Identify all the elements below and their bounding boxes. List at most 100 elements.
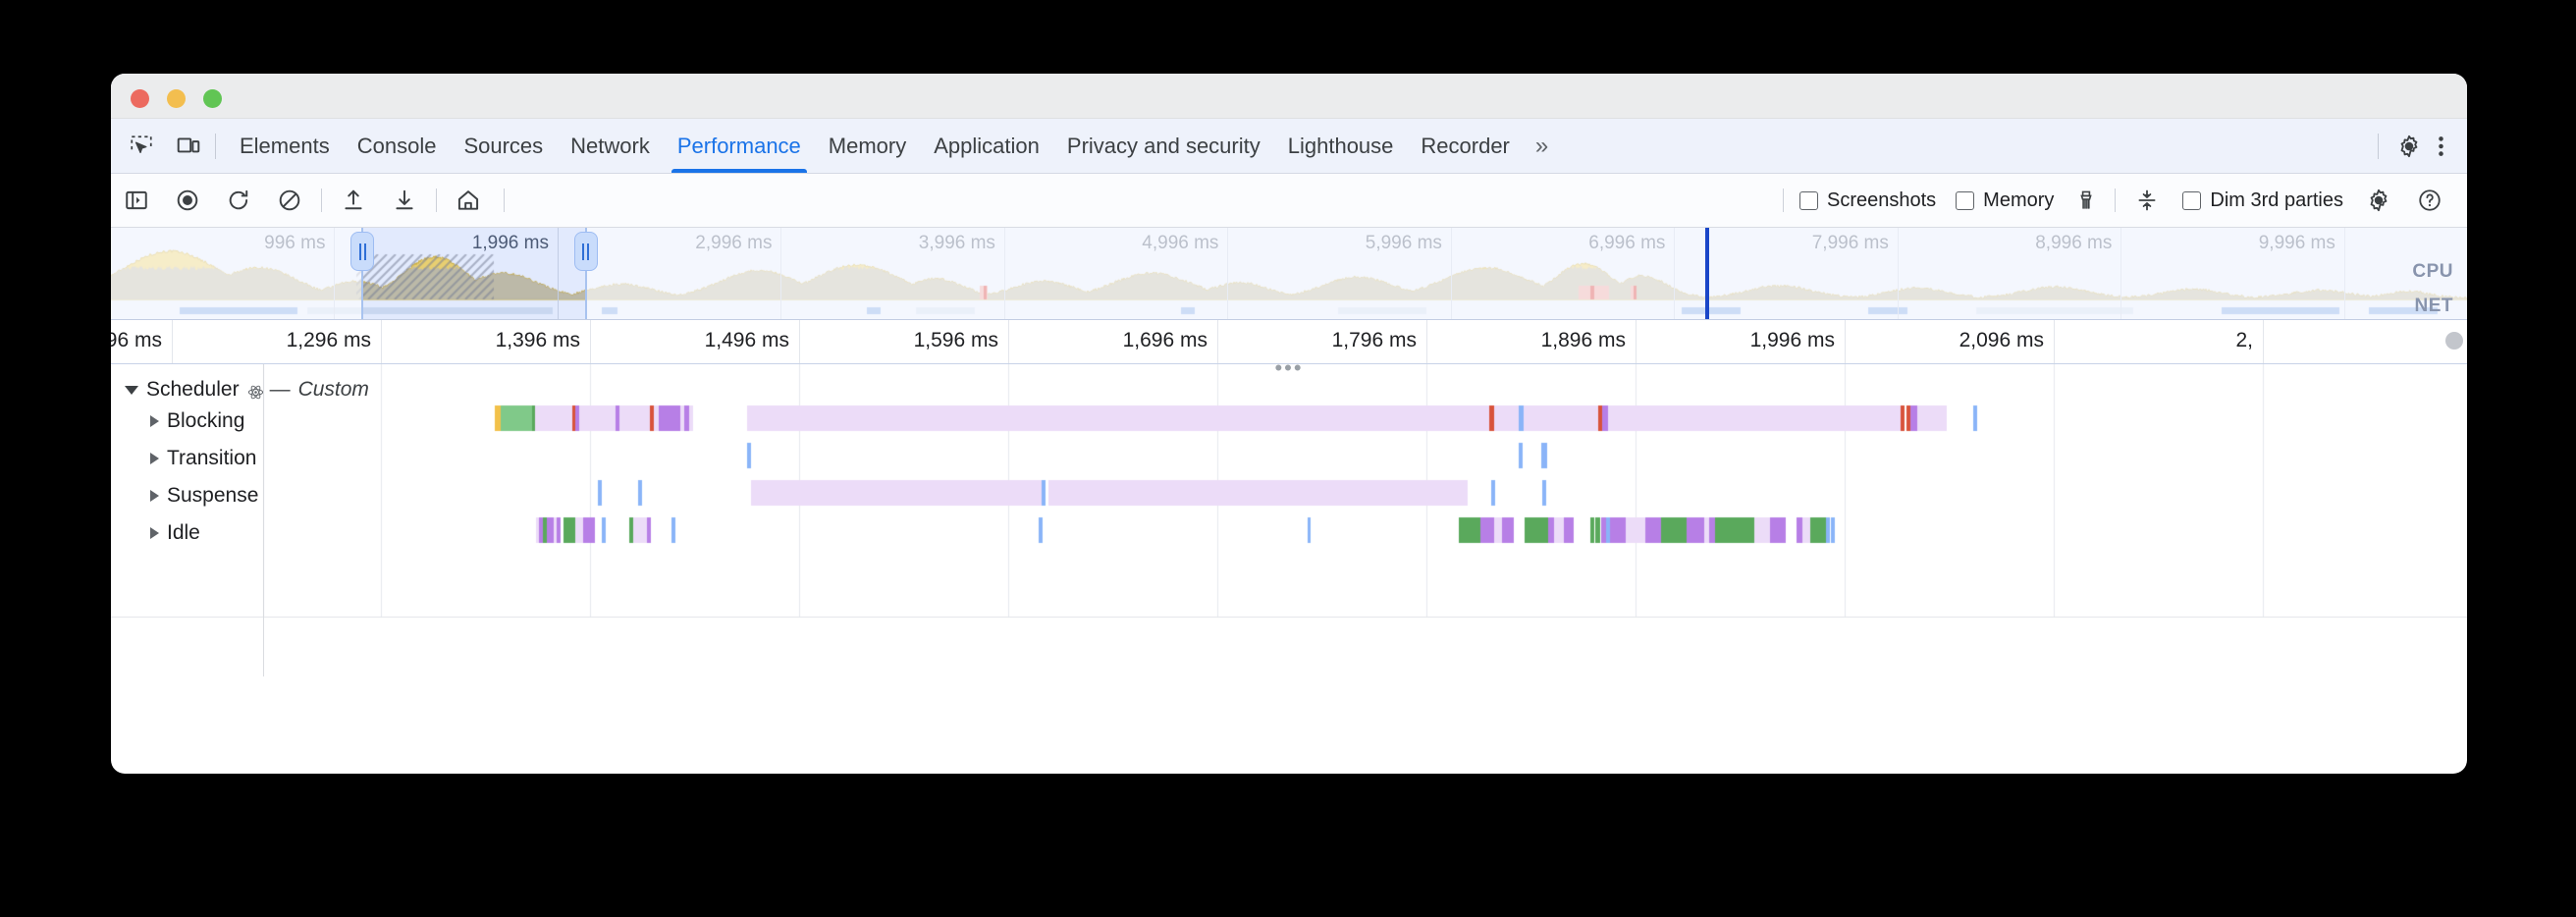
track-row-label: Suspense [167, 484, 259, 507]
track-row-label: Idle [167, 521, 200, 544]
close-window-button[interactable] [131, 89, 149, 108]
track-row-label: Transition [167, 447, 257, 469]
tab-application[interactable]: Application [920, 119, 1053, 173]
detail-tick [590, 320, 591, 363]
track-row-label: Blocking [167, 409, 245, 432]
detail-tick-label: 2,096 ms [1959, 329, 2044, 351]
more-tabs-button[interactable]: » [1524, 119, 1560, 173]
tab-elements[interactable]: Elements [226, 119, 344, 173]
track-name-pane-divider [263, 364, 264, 676]
playhead-marker[interactable] [1705, 228, 1710, 319]
chevron-right-icon [150, 527, 159, 539]
gear-icon[interactable] [2392, 130, 2426, 163]
net-track-label: NET [2414, 296, 2453, 316]
detail-tick-label: 1,496 ms [704, 329, 789, 351]
tab-recorder[interactable]: Recorder [1407, 119, 1523, 173]
memory-checkbox[interactable]: Memory [1956, 189, 2054, 212]
control-divider [504, 189, 505, 212]
reload-and-record-icon[interactable] [224, 186, 253, 215]
checkbox-box [1798, 190, 1818, 210]
detail-tick-label: 1,796 ms [1331, 329, 1417, 351]
clear-icon[interactable] [275, 186, 304, 215]
home-icon[interactable] [454, 186, 483, 215]
tab-sources[interactable]: Sources [450, 119, 557, 173]
react-atom-icon [247, 383, 263, 399]
checkbox-label: Dim 3rd parties [2210, 189, 2343, 211]
minimize-window-button[interactable] [167, 89, 186, 108]
flame-chart-area[interactable]: Scheduler — Custom Blocking Transition S… [111, 364, 2467, 676]
tab-console[interactable]: Console [344, 119, 451, 173]
broom-icon[interactable] [2071, 186, 2101, 215]
tab-performance[interactable]: Performance [664, 119, 815, 173]
tab-label: Lighthouse [1287, 134, 1394, 158]
track-row-transition[interactable]: Transition [150, 447, 256, 470]
toolbar-divider [215, 133, 216, 159]
track-row-blocking[interactable]: Blocking [150, 409, 244, 433]
toggle-sidebar-icon[interactable] [122, 186, 151, 215]
overview-tick [557, 228, 559, 319]
detail-tick [2054, 320, 2055, 363]
detail-tick [1845, 320, 1846, 363]
tab-lighthouse[interactable]: Lighthouse [1274, 119, 1408, 173]
tab-label: Application [934, 134, 1040, 158]
detail-tick-label: 1,596 ms [913, 329, 998, 351]
overview-dim-left [111, 228, 362, 319]
resize-grip-dots[interactable]: ••• [1274, 355, 1304, 380]
detail-tick [172, 320, 173, 363]
tab-label: Recorder [1421, 134, 1510, 158]
tab-privacy-and-security[interactable]: Privacy and security [1053, 119, 1274, 173]
control-divider [436, 189, 437, 212]
tab-label: Privacy and security [1066, 134, 1261, 158]
detail-tick-label: 1,896 ms [1540, 329, 1626, 351]
detail-tick-label: 1,396 ms [495, 329, 580, 351]
checkbox-label: Screenshots [1826, 189, 1937, 211]
track-row-idle[interactable]: Idle [150, 521, 200, 545]
chevron-down-icon [125, 385, 138, 395]
performance-control-bar: Screenshots Memory Dim 3rd parties [111, 174, 2467, 228]
tab-memory[interactable]: Memory [815, 119, 920, 173]
tab-network[interactable]: Network [557, 119, 664, 173]
detail-tick [1426, 320, 1427, 363]
timeline-overview[interactable]: 996 ms1,996 ms2,996 ms3,996 ms4,996 ms5,… [111, 228, 2467, 320]
cpu-track-label: CPU [2412, 261, 2453, 282]
dim-3rd-parties-checkbox[interactable]: Dim 3rd parties [2182, 189, 2343, 212]
checkbox-box [1956, 190, 1975, 210]
selection-edge-right [584, 228, 587, 319]
help-icon[interactable] [2415, 186, 2444, 215]
device-toolbar-icon[interactable] [172, 130, 205, 163]
track-group-dash: — [269, 378, 291, 401]
control-divider [1782, 189, 1784, 212]
maximize-window-button[interactable] [203, 89, 222, 108]
record-icon[interactable] [173, 186, 202, 215]
track-group-scheduler[interactable]: Scheduler — Custom [125, 378, 369, 402]
horizontal-scroll-thumb[interactable] [2445, 332, 2463, 350]
detail-timeline-ruler[interactable]: ••• 1,196 ms1,296 ms1,396 ms1,496 ms1,59… [111, 320, 2467, 379]
tab-label: Performance [676, 134, 801, 158]
inspect-element-icon[interactable] [125, 130, 158, 163]
collapse-vertical-icon[interactable] [2132, 186, 2162, 215]
detail-tick [799, 320, 800, 363]
tab-label: Network [570, 134, 650, 158]
overview-tick-label: 1,996 ms [471, 233, 549, 253]
checkbox-box [2182, 190, 2202, 210]
download-profile-icon[interactable] [390, 186, 419, 215]
detail-tick [1008, 320, 1009, 363]
control-divider [321, 189, 322, 212]
devtools-window: Elements Console Sources Network Perform… [111, 74, 2467, 774]
kebab-menu-icon[interactable] [2428, 130, 2453, 163]
chevron-double-right-icon: » [1534, 133, 1549, 159]
screenshots-checkbox[interactable]: Screenshots [1798, 189, 1937, 212]
settings-gear-icon[interactable] [2364, 186, 2393, 215]
selection-handle-left[interactable] [350, 232, 375, 271]
window-title-bar [111, 74, 2467, 119]
tab-label: Elements [240, 134, 330, 158]
detail-tick-label: 1,196 ms [111, 329, 162, 351]
detail-tick [2263, 320, 2264, 363]
tab-label: Console [356, 134, 437, 158]
track-row-suspense[interactable]: Suspense [150, 484, 258, 508]
toolbar-divider [2378, 133, 2379, 159]
selection-handle-right[interactable] [573, 232, 598, 271]
track-group-label: Scheduler [146, 378, 240, 401]
upload-profile-icon[interactable] [339, 186, 368, 215]
detail-tick-label: 1,696 ms [1122, 329, 1208, 351]
